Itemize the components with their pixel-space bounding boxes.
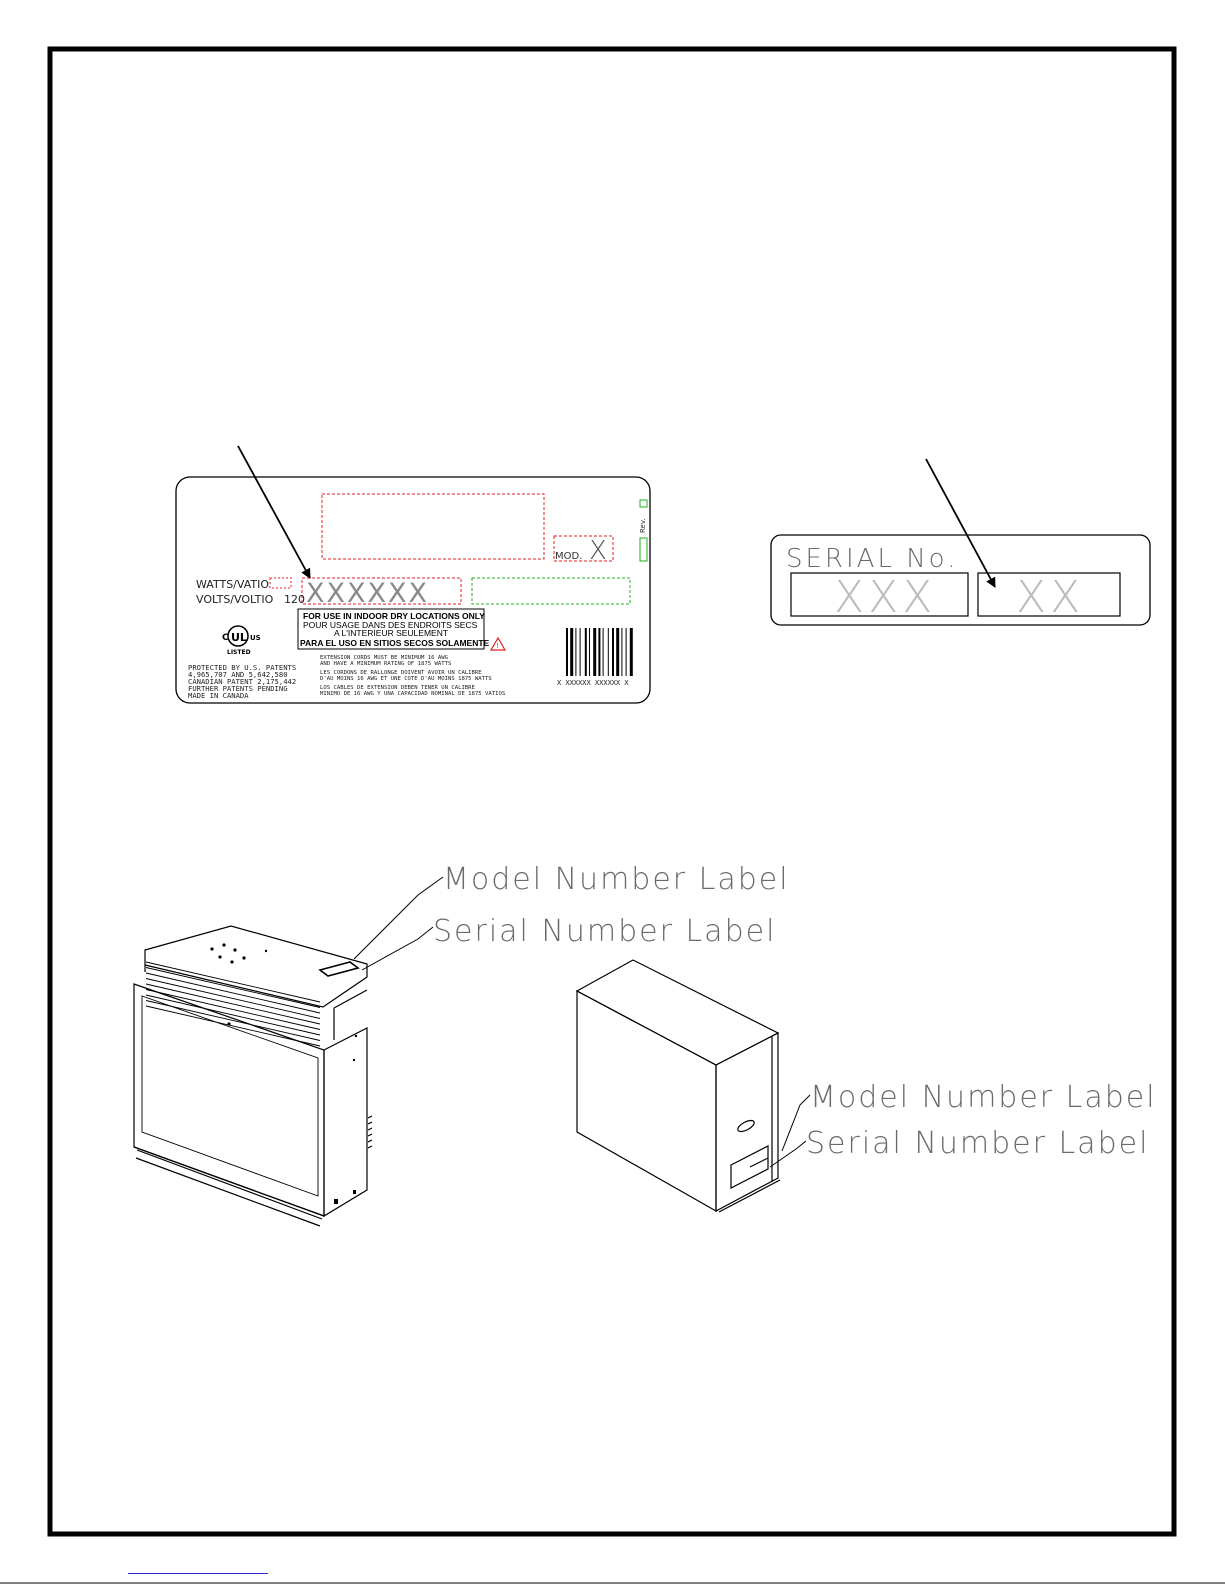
patent-line-5: MADE IN CANADA [188, 691, 249, 700]
serial-left-placeholder: XXX [834, 572, 936, 623]
fireplace-insert-drawing [133, 925, 373, 1227]
cabinet-drawing [575, 959, 781, 1213]
louver-line [145, 978, 321, 1019]
patent-line-2: 4,965,707 AND 5,642,580 [188, 670, 288, 679]
extension-line-6: MINIMO DE 16 AWG Y UNA CAPACIDAD NOMINAL… [320, 691, 505, 697]
barcode-bar [589, 628, 590, 676]
mod-value: X [589, 536, 607, 566]
mod-field [553, 535, 614, 562]
extension-line-5: LOS CABLES DE EXTENSION DEBEN TENER UN C… [320, 685, 476, 691]
cert-listed: LISTED [227, 649, 251, 656]
barcode-bar [621, 628, 623, 676]
indoor-notice-line-1: FOR USE IN INDOOR DRY LOCATIONS ONLY [303, 611, 485, 621]
serial-right-placeholder: XX [1016, 572, 1084, 623]
indoor-notice-line-4: PARA EL USO EN SITIOS SECOS SOLAMENTE [300, 638, 490, 648]
serial-title: SERIAL No. [786, 544, 958, 574]
ul-listed-mark: C UL US LISTED [222, 625, 261, 656]
cabinet-serial-callout: Serial Number Label [806, 1126, 1149, 1161]
barcode-bar [566, 628, 568, 676]
warning-triangle-icon: ! [489, 636, 507, 651]
cabinet-model-leader [781, 1094, 811, 1152]
serial-label: SERIAL No. XXX XX [770, 534, 1151, 626]
serial-right-box [977, 572, 1121, 617]
page-border [47, 46, 1177, 1537]
indoor-notice-box [297, 608, 485, 650]
barcode-bar [616, 628, 620, 676]
rev-field [639, 499, 648, 508]
barcode-bar [625, 628, 627, 676]
serial-left-box [790, 572, 969, 617]
insert-label-position [318, 961, 360, 977]
barcode-bar [629, 628, 633, 676]
svg-text:!: ! [496, 642, 499, 650]
louver-line [145, 989, 321, 1030]
barcode-bar [570, 628, 574, 676]
louver-line [145, 1005, 321, 1047]
barcode-bar [612, 628, 614, 676]
serial-label-outline [770, 534, 1151, 626]
volts-value: 120 [284, 593, 305, 606]
cabinet-label-position [730, 1145, 769, 1189]
rev-caption: Rev. [639, 518, 647, 533]
watts-field [269, 577, 292, 589]
footer-link-underline[interactable] [128, 1573, 268, 1574]
product-name-field [321, 493, 545, 560]
extension-line-1: EXTENSION CORDS MUST BE MINIMUM 16 AWG [320, 655, 449, 661]
barcode [566, 628, 633, 676]
model-field-arrow [237, 445, 311, 579]
barcode-bar [602, 628, 604, 676]
louver-line [145, 994, 321, 1036]
barcode-text: X XXXXXX XXXXXX X [557, 679, 629, 687]
patent-line-4: FURTHER PATENTS PENDING [188, 684, 288, 693]
patent-line-1: PROTECTED BY U.S. PATENTS [188, 663, 296, 672]
green-side-field [639, 537, 648, 562]
barcode-bar [593, 628, 597, 676]
extension-line-3: LES CORDONS DE RALLONGE DOIVENT AVOIR UN… [320, 670, 482, 676]
indoor-notice-line-2: POUR USAGE DANS DES ENDROITS SECS [303, 620, 478, 630]
louver-line [145, 972, 321, 1014]
louver-line [145, 983, 321, 1025]
cabinet-model-callout: Model Number Label [810, 1080, 1157, 1115]
barcode-bar [575, 628, 577, 676]
cert-mark: UL [231, 631, 247, 644]
rating-label-outline [175, 476, 651, 704]
cert-left: C [222, 633, 229, 643]
extension-line-4: D'AU MOINS 16 AWG ET UNE COTE D'AU MOINS… [320, 676, 492, 682]
rating-label: MOD. X Rev. XXXXXX WATTS/VATIO VOLTS/VOL… [175, 476, 651, 704]
volts-caption: VOLTS/VOLTIO [196, 593, 274, 606]
cabinet-serial-leader [769, 1140, 807, 1168]
serial-field-arrow [925, 458, 996, 588]
model-number-field [301, 577, 462, 605]
louver-vents [145, 961, 321, 1047]
indoor-notice-line-3: A L'INTERIEUR SEULEMENT [334, 628, 448, 638]
patent-line-3: CANADIAN PATENT 2,175,442 [188, 677, 296, 686]
green-info-field [471, 577, 631, 605]
barcode-bar [579, 628, 581, 676]
louver-line [145, 961, 321, 1003]
watts-caption: WATTS/VATIO [196, 578, 269, 591]
barcode-bar [584, 628, 587, 676]
insert-serial-callout: Serial Number Label [433, 914, 776, 949]
extension-line-2: AND HAVE A MINIMUM RATING OF 1875 WATTS [320, 661, 451, 667]
insert-serial-leader [361, 926, 434, 971]
insert-model-leader [353, 876, 444, 960]
barcode-bar [607, 628, 609, 676]
cert-right: US [250, 634, 261, 642]
louver-line [145, 967, 321, 1008]
cabinet-knob [737, 1119, 755, 1133]
model-number-placeholder: XXXXXX [306, 578, 429, 609]
insert-model-callout: Model Number Label [443, 862, 790, 897]
barcode-bar [598, 628, 601, 676]
mod-caption: MOD. [555, 551, 582, 562]
